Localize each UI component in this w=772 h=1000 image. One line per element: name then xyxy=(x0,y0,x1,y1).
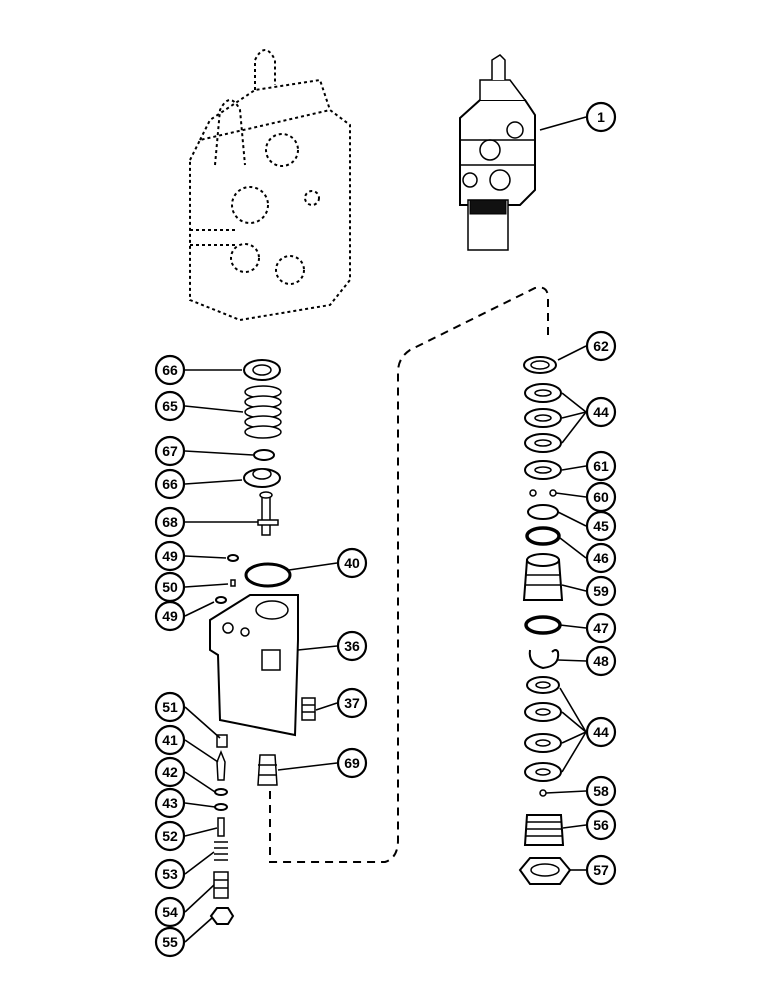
svg-text:42: 42 xyxy=(162,764,178,780)
callout-65: 65 xyxy=(154,390,186,422)
svg-text:49: 49 xyxy=(162,548,178,564)
svg-text:53: 53 xyxy=(162,866,178,882)
svg-text:54: 54 xyxy=(162,904,178,920)
callout-41: 41 xyxy=(154,724,186,756)
svg-text:1: 1 xyxy=(597,109,605,125)
callout-55: 55 xyxy=(154,926,186,958)
svg-text:68: 68 xyxy=(162,514,178,530)
callout-48: 48 xyxy=(585,645,617,677)
callout-66-lower: 66 xyxy=(154,468,186,500)
callout-47: 47 xyxy=(585,612,617,644)
callout-69: 69 xyxy=(336,747,368,779)
svg-text:51: 51 xyxy=(162,699,178,715)
svg-text:48: 48 xyxy=(593,653,609,669)
svg-text:57: 57 xyxy=(593,862,609,878)
svg-text:66: 66 xyxy=(162,476,178,492)
callout-36: 36 xyxy=(336,630,368,662)
svg-text:55: 55 xyxy=(162,934,178,950)
svg-text:40: 40 xyxy=(344,555,360,571)
callout-45: 45 xyxy=(585,510,617,542)
valve-section-assembly xyxy=(459,54,536,251)
callout-56: 56 xyxy=(585,809,617,841)
callout-66-upper: 66 xyxy=(154,354,186,386)
callout-46: 46 xyxy=(585,542,617,574)
svg-text:61: 61 xyxy=(593,458,609,474)
callout-49-lower: 49 xyxy=(154,600,186,632)
ghost-valve-body xyxy=(189,49,351,322)
svg-text:43: 43 xyxy=(162,795,178,811)
callout-44-lower: 44 xyxy=(585,716,617,748)
left-stack-parts xyxy=(209,359,316,925)
svg-text:60: 60 xyxy=(593,489,609,505)
callout-43: 43 xyxy=(154,787,186,819)
callout-42: 42 xyxy=(154,756,186,788)
svg-text:36: 36 xyxy=(344,638,360,654)
svg-text:65: 65 xyxy=(162,398,178,414)
callout-52: 52 xyxy=(154,820,186,852)
callout-67: 67 xyxy=(154,435,186,467)
svg-text:58: 58 xyxy=(593,783,609,799)
svg-text:52: 52 xyxy=(162,828,178,844)
callout-62: 62 xyxy=(585,330,617,362)
callout-1: 1 xyxy=(585,101,617,133)
callout-59: 59 xyxy=(585,575,617,607)
callout-60: 60 xyxy=(585,481,617,513)
callout-68: 68 xyxy=(154,506,186,538)
svg-text:56: 56 xyxy=(593,817,609,833)
svg-text:47: 47 xyxy=(593,620,609,636)
svg-text:44: 44 xyxy=(593,724,609,740)
assembly-route-line xyxy=(269,286,549,863)
svg-text:46: 46 xyxy=(593,550,609,566)
svg-text:44: 44 xyxy=(593,404,609,420)
callout-61: 61 xyxy=(585,450,617,482)
svg-text:37: 37 xyxy=(344,695,360,711)
svg-text:62: 62 xyxy=(593,338,609,354)
svg-text:67: 67 xyxy=(162,443,178,459)
callout-51: 51 xyxy=(154,691,186,723)
svg-text:69: 69 xyxy=(344,755,360,771)
callout-53: 53 xyxy=(154,858,186,890)
svg-text:66: 66 xyxy=(162,362,178,378)
right-stack-parts xyxy=(518,356,572,885)
svg-text:45: 45 xyxy=(593,518,609,534)
callout-37: 37 xyxy=(336,687,368,719)
callout-54: 54 xyxy=(154,896,186,928)
callout-40: 40 xyxy=(336,547,368,579)
leader-lines xyxy=(184,116,587,943)
callout-49-upper: 49 xyxy=(154,540,186,572)
svg-text:49: 49 xyxy=(162,608,178,624)
callout-50: 50 xyxy=(154,571,186,603)
svg-text:41: 41 xyxy=(162,732,178,748)
callout-44-upper: 44 xyxy=(585,396,617,428)
svg-text:50: 50 xyxy=(162,579,178,595)
callout-57: 57 xyxy=(585,854,617,886)
svg-text:59: 59 xyxy=(593,583,609,599)
callout-58: 58 xyxy=(585,775,617,807)
